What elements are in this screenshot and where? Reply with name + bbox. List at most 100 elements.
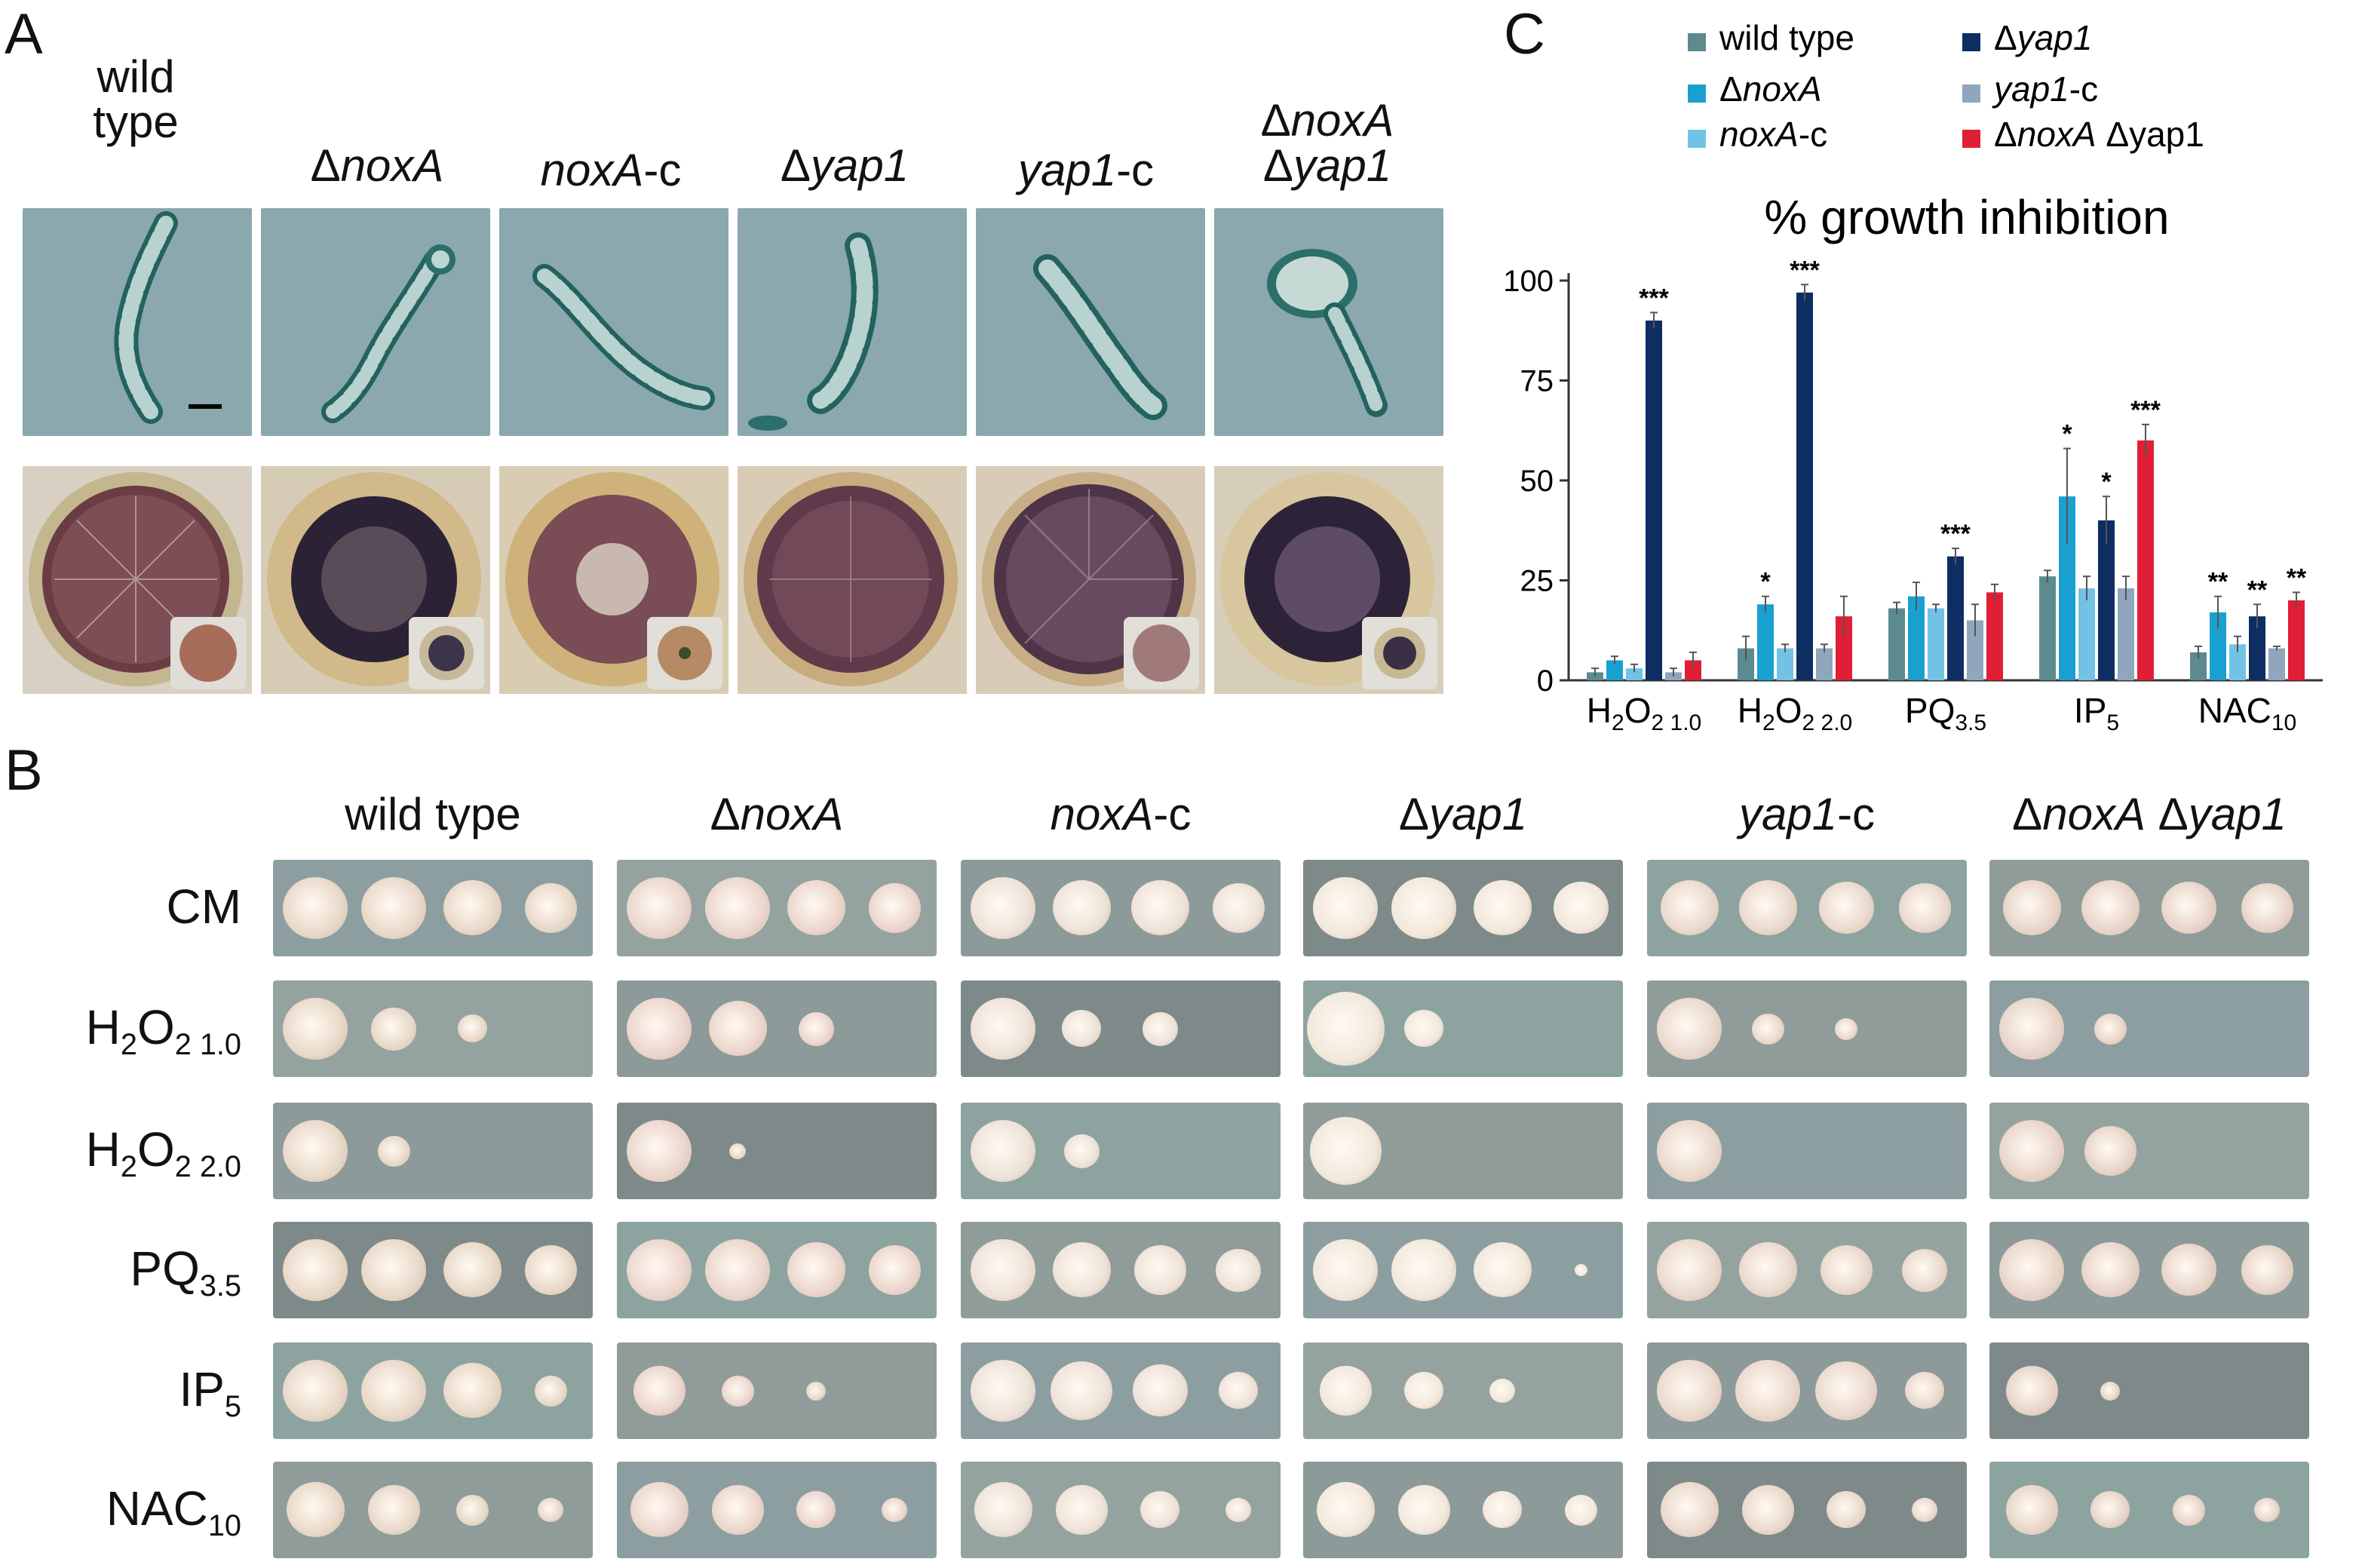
y-tick-label: 100 xyxy=(1503,265,1554,298)
panel-a-letter: A xyxy=(5,2,43,66)
bar xyxy=(2118,588,2134,680)
fungal-colony xyxy=(1657,1239,1722,1302)
fungal-colony xyxy=(971,998,1035,1060)
spot-assay-strip xyxy=(617,1222,937,1318)
condition-row-label: PQ3.5 xyxy=(130,1241,241,1303)
legend-label: ΔnoxA Δyap1 xyxy=(1994,115,2204,154)
strain-label-line1: wild xyxy=(97,51,175,102)
fungal-colony xyxy=(1827,1491,1866,1529)
spot-assay-strip xyxy=(273,1462,593,1558)
spot-assay-strip xyxy=(1647,1342,1967,1439)
legend-swatch xyxy=(1962,33,1980,51)
fungal-colony xyxy=(971,1239,1035,1302)
spot-assay-strip xyxy=(1989,1103,2309,1199)
significance-label: ** xyxy=(2208,568,2228,597)
significance-label: ** xyxy=(2287,563,2307,592)
significance-label: *** xyxy=(2130,396,2161,425)
fungal-colony xyxy=(2094,1013,2127,1045)
spot-assay-strip xyxy=(617,860,937,956)
spot-assay-strip xyxy=(1647,980,1967,1077)
bar xyxy=(2039,576,2056,680)
spot-assay-strip xyxy=(1303,1222,1623,1318)
fungal-colony xyxy=(1741,1485,1794,1536)
plate-noxa-deletion xyxy=(261,466,490,694)
fungal-colony xyxy=(708,1001,767,1057)
fungal-colony xyxy=(971,877,1035,940)
spot-assay-strip xyxy=(1647,860,1967,956)
fungal-colony xyxy=(1391,1239,1456,1302)
fungal-colony xyxy=(2005,1366,2058,1416)
fungal-colony xyxy=(1912,1497,1937,1522)
fungal-colony xyxy=(705,877,770,940)
legend-label: ΔnoxA xyxy=(1719,69,1822,109)
bar xyxy=(2078,588,2095,680)
y-tick-label: 0 xyxy=(1537,664,1554,698)
spot-assay-strip xyxy=(961,1342,1281,1439)
fungal-colony xyxy=(1660,1482,1719,1538)
spot-assay-strip xyxy=(961,860,1281,956)
fungal-colony xyxy=(457,1014,487,1043)
fungal-colony xyxy=(524,883,577,934)
fungal-colony xyxy=(524,1245,577,1296)
spot-assay-strip xyxy=(617,1103,937,1199)
condition-row-label: IP5 xyxy=(179,1362,241,1423)
fungal-colony xyxy=(711,1485,764,1536)
plate-wild-type xyxy=(23,466,252,694)
fungal-colony xyxy=(538,1497,563,1522)
fungal-colony xyxy=(1130,880,1189,936)
fungal-colony xyxy=(1216,1248,1261,1292)
significance-label: ** xyxy=(2247,575,2268,604)
micrograph-noxa-deletion xyxy=(261,208,490,436)
fungal-colony xyxy=(1815,1361,1877,1421)
strain-label-yap1-complement: yap1-c xyxy=(1017,145,1155,195)
strain-label-yap1-deletion: Δyap1 xyxy=(780,140,909,191)
spot-assay-strip xyxy=(1647,1103,1967,1199)
strain-label-line2: type xyxy=(93,97,179,147)
fungal-colony xyxy=(443,1363,502,1419)
bar xyxy=(1646,321,1662,680)
condition-row-label: H2O2 1.0 xyxy=(85,1000,241,1061)
spot-assay-strip xyxy=(1989,1222,2309,1318)
legend-label: Δyap1 xyxy=(1994,18,2092,57)
fungal-colony xyxy=(1404,1372,1443,1410)
spot-assay-strip xyxy=(617,1342,937,1439)
fungal-colony xyxy=(627,877,692,940)
fungal-colony xyxy=(283,1120,348,1183)
fungal-colony xyxy=(2005,1485,2058,1536)
fungal-colony xyxy=(283,998,348,1060)
fungal-colony xyxy=(798,1011,834,1046)
fungal-colony xyxy=(627,1120,692,1183)
fungal-colony xyxy=(1999,1239,2064,1302)
bar xyxy=(2098,520,2115,680)
fungal-colony xyxy=(1735,1360,1800,1422)
spot-assay-strip xyxy=(1303,1342,1623,1439)
fungal-colony xyxy=(806,1381,826,1401)
fungal-colony xyxy=(1212,883,1265,934)
micrograph-yap1-complement xyxy=(976,208,1205,436)
bar xyxy=(1908,596,1925,680)
plate-yap1-deletion xyxy=(738,466,967,694)
spot-assay-strip xyxy=(1647,1222,1967,1318)
spot-assay-strip xyxy=(961,1103,1281,1199)
bar xyxy=(1986,592,2003,680)
spot-assay-strip xyxy=(1647,1462,1967,1558)
micrograph-double-deletion xyxy=(1214,208,1443,436)
bar xyxy=(2229,644,2246,680)
strain-label-wild-type: wild type xyxy=(23,54,249,145)
legend-label: noxA-c xyxy=(1719,115,1827,154)
bar xyxy=(1685,660,1701,680)
fungal-colony xyxy=(2100,1381,2120,1401)
legend-swatch xyxy=(1688,130,1706,148)
fungal-colony xyxy=(1140,1491,1179,1529)
bar xyxy=(2059,496,2075,680)
panel-b-letter: B xyxy=(5,738,43,802)
fungal-colony xyxy=(1738,880,1797,936)
fungal-colony xyxy=(2002,880,2061,936)
x-tick-label: IP5 xyxy=(2074,691,2119,735)
fungal-colony xyxy=(443,880,502,936)
spot-assay-strip xyxy=(961,980,1281,1077)
spot-assay-strip xyxy=(1303,980,1623,1077)
fungal-colony xyxy=(377,1135,410,1167)
strain-label-noxa-complement: noxA-c xyxy=(540,145,682,195)
fungal-colony xyxy=(2081,1242,2140,1298)
